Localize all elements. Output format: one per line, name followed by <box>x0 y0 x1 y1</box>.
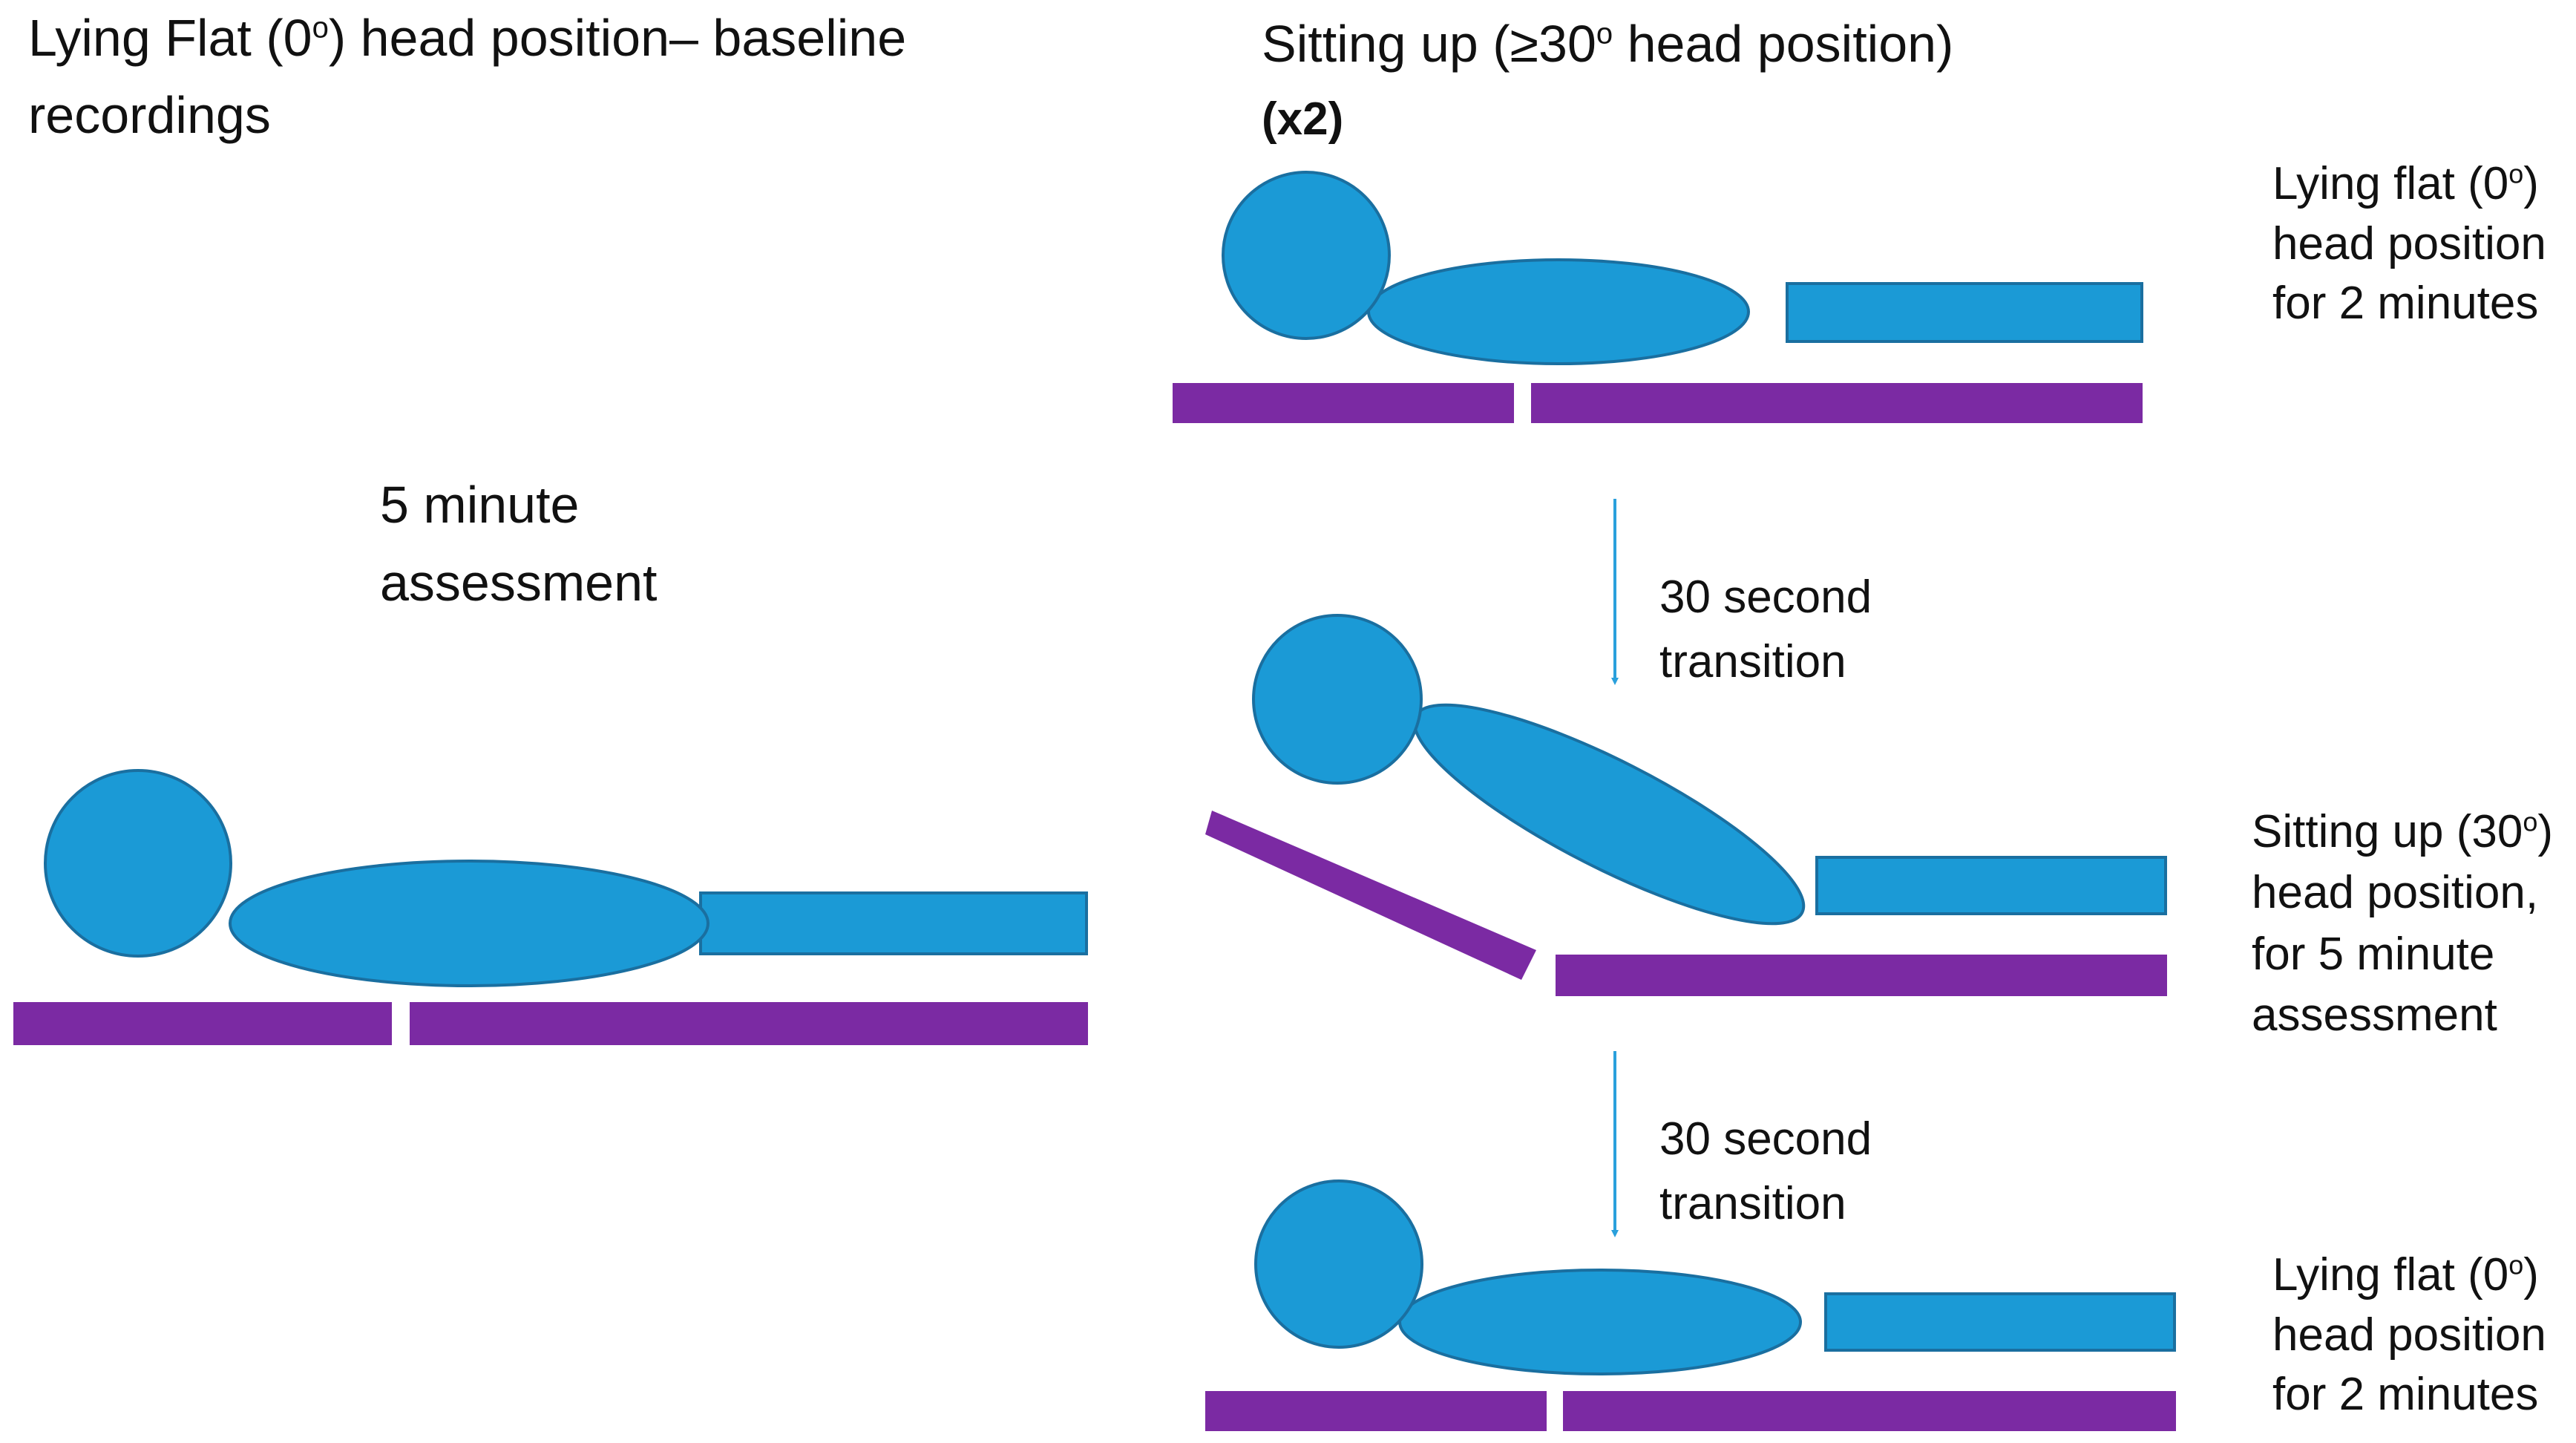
step1-label: Lying flat (0o) head position for 2 minu… <box>2272 154 2569 334</box>
step3-figure-torso <box>1398 1269 1802 1375</box>
step2-sitting-figure <box>1205 614 2167 996</box>
step2-label: Sitting up (30o) head position, for 5 mi… <box>2252 802 2571 1047</box>
transition2-label: 30 second transition <box>1659 1113 1872 1229</box>
step1-lying-figure <box>1173 171 2143 423</box>
baseline-figure-head <box>44 769 232 958</box>
baseline-figure-torso <box>229 860 709 987</box>
step3-label-degree-sign: o <box>2508 1249 2524 1280</box>
baseline-heading-text-start: Lying Flat (0 <box>28 9 312 67</box>
step1-figure-legs <box>1786 282 2143 343</box>
baseline-figure-legs <box>699 891 1088 955</box>
step2-figure-head <box>1252 614 1423 785</box>
step2-label-text-start: Sitting up (30 <box>2252 806 2523 857</box>
protocol-heading: Sitting up (≥30o head position) <box>1262 6 2301 83</box>
step2-bed-body-segment <box>1556 955 2167 996</box>
step3-label-text-end: ) head position for 2 minutes <box>2272 1249 2546 1421</box>
baseline-heading-degree-sign: o <box>312 11 329 45</box>
step2-label-degree-sign: o <box>2523 806 2538 837</box>
repeat-count-label: (x2) <box>1262 94 1344 145</box>
step1-figure-torso <box>1367 258 1750 365</box>
step3-figure-legs <box>1824 1292 2176 1352</box>
baseline-duration-label: 5 minute assessment <box>380 476 658 612</box>
step1-figure-head <box>1222 171 1391 340</box>
baseline-heading-text-end: ) head position– baseline recordings <box>28 9 907 144</box>
protocol-heading-text-end: head position) <box>1613 15 1954 73</box>
step1-bed-body-segment <box>1531 383 2143 423</box>
step1-label-text-end: ) head position for 2 minutes <box>2272 158 2546 330</box>
step3-figure-head <box>1254 1179 1423 1349</box>
baseline-bed-body-segment <box>410 1002 1088 1045</box>
step2-label-text-end: ) head position, for 5 minute assessment <box>2252 806 2554 1041</box>
protocol-heading-degree-sign: o <box>1596 17 1613 50</box>
step2-figure-legs <box>1815 856 2167 915</box>
step1-bed-head-segment <box>1173 383 1514 423</box>
step1-label-text-start: Lying flat (0 <box>2272 158 2509 209</box>
protocol-heading-text-start: Sitting up (≥30 <box>1262 15 1596 73</box>
baseline-bed-head-segment <box>13 1002 392 1045</box>
step3-label: Lying flat (0o) head position for 2 minu… <box>2272 1246 2569 1425</box>
baseline-heading: Lying Flat (0o) head position– baseline … <box>28 0 1141 154</box>
step3-bed-body-segment <box>1563 1391 2176 1431</box>
step3-label-text-start: Lying flat (0 <box>2272 1249 2509 1300</box>
step3-bed-head-segment <box>1205 1391 1547 1431</box>
transition1-label: 30 second transition <box>1659 572 1872 687</box>
step2-bed-backrest-segment <box>1205 811 1536 980</box>
step3-lying-figure <box>1205 1179 2176 1431</box>
baseline-lying-figure <box>13 769 1088 1045</box>
step1-label-degree-sign: o <box>2508 158 2524 189</box>
